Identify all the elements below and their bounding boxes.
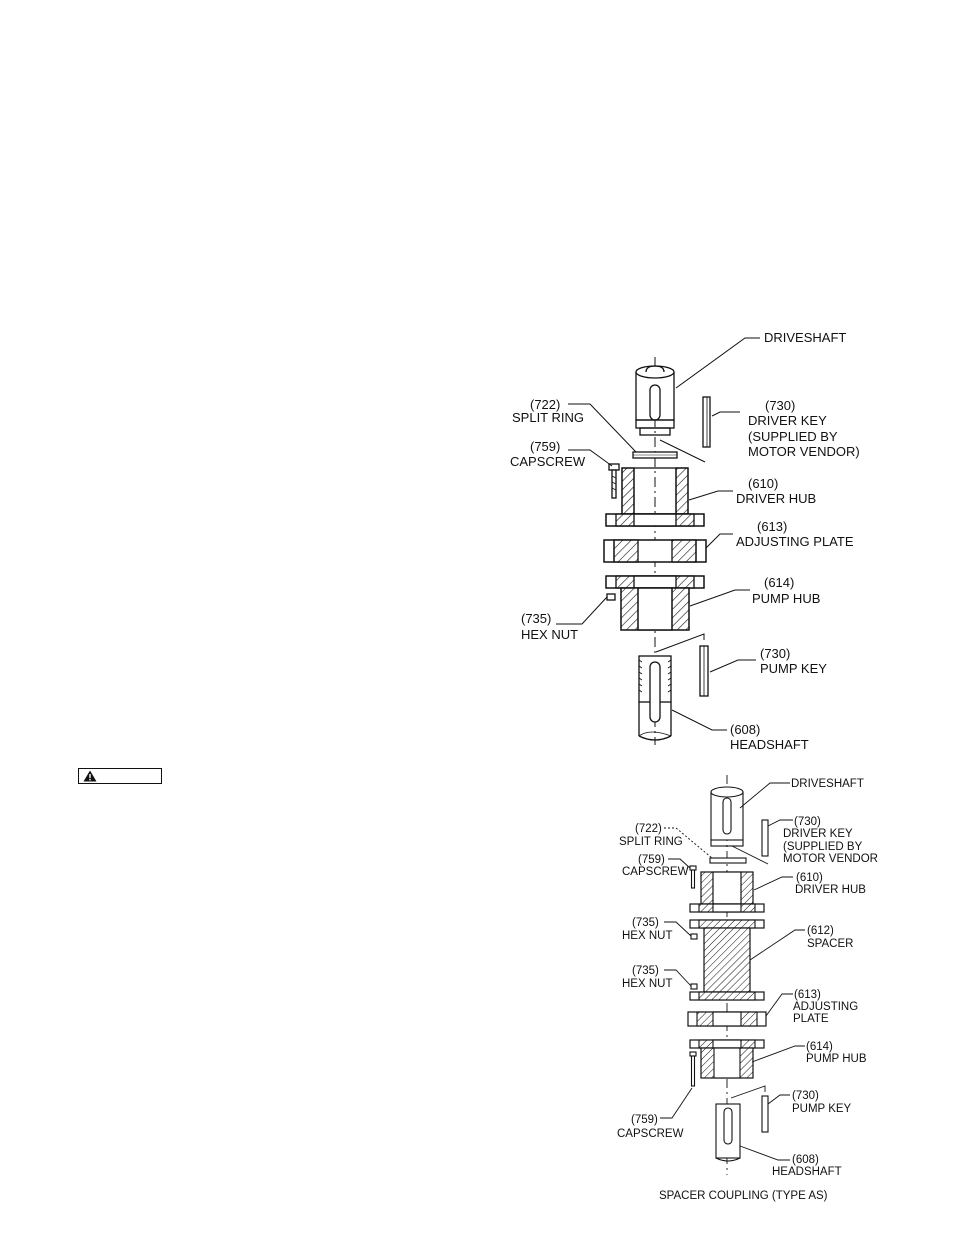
driver-hub-part (605, 467, 705, 527)
label-hex-nut-num: (735) (521, 611, 551, 626)
label2-hex-nut-top-num: (735) (632, 917, 659, 929)
label-adjusting-plate-num: (613) (757, 519, 787, 534)
label-split-ring: SPLIT RING (512, 410, 584, 425)
label2-driver-key-note2: MOTOR VENDOR (783, 853, 878, 865)
label2-driver-key: DRIVER KEY (783, 828, 853, 840)
driver-key-part-2 (761, 819, 769, 857)
label-pump-key: PUMP KEY (760, 661, 827, 676)
label-pump-hub: PUMP HUB (752, 591, 820, 606)
split-ring-part-2 (709, 857, 747, 864)
spacer-part (689, 919, 765, 1001)
labels-diagram-2: DRIVESHAFT (730) DRIVER KEY (SUPPLIED BY… (617, 778, 878, 1202)
label2-driver-key-note1: (SUPPLIED BY (783, 841, 863, 853)
label2-split-ring-num: (722) (635, 823, 662, 835)
pump-hub-part (605, 575, 705, 631)
label2-pump-hub: PUMP HUB (806, 1053, 867, 1065)
capscrew-part-2b (689, 1051, 697, 1087)
coupling-diagram-2 (660, 775, 805, 1175)
label-driver-key: DRIVER KEY (748, 413, 827, 428)
hex-nut-part-2b (690, 983, 698, 990)
label-driver-key-note2: MOTOR VENDOR) (748, 444, 860, 459)
label2-driver-hub: DRIVER HUB (795, 884, 866, 896)
adjusting-plate-part-2 (687, 1011, 767, 1027)
label2-driver-hub-num: (610) (796, 872, 823, 884)
label2-spacer-num: (612) (807, 925, 834, 937)
label2-driver-key-num: (730) (794, 816, 821, 828)
label-driver-key-note1: (SUPPLIED BY (748, 429, 838, 444)
label2-capscrew-top-num: (759) (638, 854, 665, 866)
capscrew-part-2a (689, 865, 697, 889)
label2-headshaft-num: (608) (792, 1154, 819, 1166)
pump-hub-part-2 (689, 1039, 765, 1079)
label2-spacer: SPACER (807, 938, 853, 950)
label2-hex-nut-bottom: HEX NUT (622, 978, 672, 990)
driver-hub-part-2 (689, 871, 765, 913)
adjusting-plate-part (603, 539, 707, 563)
label2-split-ring: SPLIT RING (619, 836, 683, 848)
labels-diagram-1: DRIVESHAFT (722) SPLIT RING (759) CAPSCR… (510, 330, 860, 752)
headshaft-part (638, 655, 672, 741)
label-pump-hub-num: (614) (764, 575, 794, 590)
label-headshaft: HEADSHAFT (730, 737, 809, 752)
label2-capscrew-bottom: CAPSCREW (617, 1128, 684, 1140)
label-adjusting-plate: ADJUSTING PLATE (736, 534, 854, 549)
label2-adjusting-plate-2: PLATE (793, 1013, 829, 1025)
warning-box (78, 768, 162, 784)
leader-lines-2 (660, 782, 805, 1161)
label-driveshaft: DRIVESHAFT (764, 330, 846, 345)
coupling-diagram-1 (556, 337, 760, 745)
label-capscrew-num: (759) (530, 439, 560, 454)
label-driver-key-num: (730) (765, 398, 795, 413)
driver-key-part (702, 396, 711, 448)
diagram2-caption: SPACER COUPLING (TYPE AS) (659, 1190, 828, 1202)
capscrew-part-1 (608, 463, 620, 499)
label-hex-nut: HEX NUT (521, 627, 578, 642)
warning-triangle-icon (83, 770, 97, 782)
label-driver-hub: DRIVER HUB (736, 491, 816, 506)
label-headshaft-num: (608) (730, 722, 760, 737)
label2-pump-key-num: (730) (792, 1090, 819, 1102)
label2-hex-nut-top: HEX NUT (622, 930, 672, 942)
pump-key-part-2 (761, 1095, 769, 1133)
label2-adjusting-plate-1: ADJUSTING (793, 1001, 858, 1013)
label2-pump-hub-num: (614) (806, 1041, 833, 1053)
label2-capscrew-top: CAPSCREW (622, 866, 689, 878)
driveshaft-part-2 (710, 786, 744, 847)
split-ring-part (632, 451, 678, 459)
label2-adjusting-plate-num: (613) (794, 989, 821, 1001)
hex-nut-part-2a (690, 933, 698, 940)
label-driver-hub-num: (610) (748, 476, 778, 491)
headshaft-part-2 (715, 1103, 741, 1162)
driveshaft-part (635, 365, 675, 436)
leader-lines-1 (556, 337, 760, 731)
label-capscrew: CAPSCREW (510, 454, 586, 469)
label2-driveshaft: DRIVESHAFT (791, 778, 864, 790)
label-pump-key-num: (730) (760, 646, 790, 661)
label2-hex-nut-bottom-num: (735) (632, 965, 659, 977)
label-split-ring-num: (722) (530, 397, 560, 412)
label2-headshaft: HEADSHAFT (772, 1166, 842, 1178)
hex-nut-part-1 (606, 593, 616, 601)
label2-pump-key: PUMP KEY (792, 1103, 852, 1115)
label2-capscrew-bottom-num: (759) (631, 1114, 658, 1126)
